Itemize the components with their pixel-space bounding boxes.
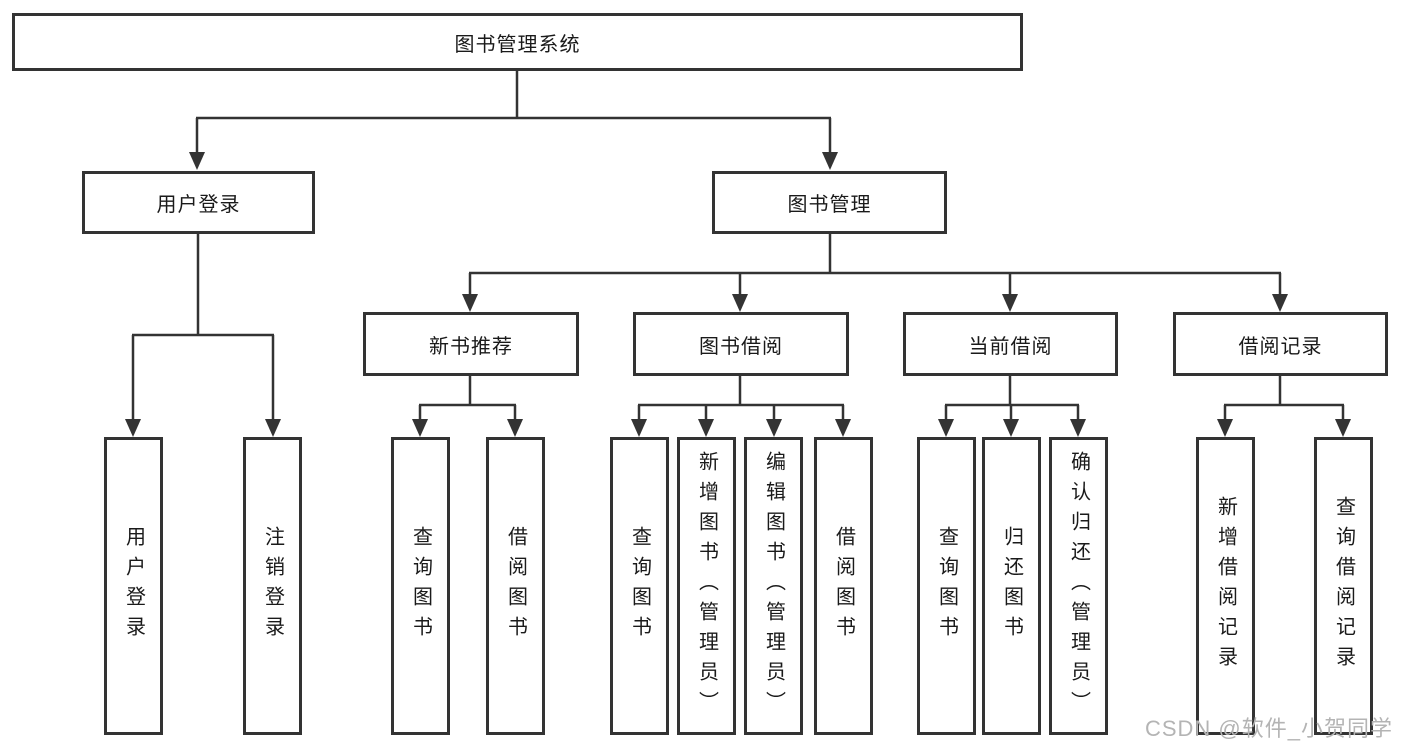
node-leaf-borrow-books-recommend: 借阅图书 [486, 437, 545, 735]
connector-strokes [131, 70, 1345, 421]
arrowhead [507, 419, 523, 437]
node-leaf-return-book: 归还图书 [982, 437, 1041, 735]
node-leaf-query-books-current: 查询图书 [917, 437, 976, 735]
node-leaf-user-login: 用户登录 [104, 437, 163, 735]
connector-user-login [131, 233, 275, 421]
node-book-management: 图书管理 [712, 171, 947, 234]
connector-borrow-records [1223, 375, 1345, 421]
connector-new-book-recommend [418, 375, 517, 421]
arrowhead [1217, 419, 1233, 437]
arrowhead [822, 152, 838, 170]
arrowhead [1070, 419, 1086, 437]
arrowhead [766, 419, 782, 437]
arrowhead [125, 419, 141, 437]
arrowhead [698, 419, 714, 437]
node-user-login: 用户登录 [82, 171, 315, 234]
node-leaf-add-book-admin: 新增图书（管理员） [677, 437, 736, 735]
node-leaf-query-books-borrow: 查询图书 [610, 437, 669, 735]
node-library-system: 图书管理系统 [12, 13, 1023, 71]
node-leaf-query-borrow-record: 查询借阅记录 [1314, 437, 1373, 735]
connector-root [195, 70, 832, 154]
arrowhead [265, 419, 281, 437]
arrowhead [1003, 419, 1019, 437]
node-borrow-records: 借阅记录 [1173, 312, 1388, 376]
arrowheads [125, 152, 1351, 437]
node-leaf-query-books-recommend: 查询图书 [391, 437, 450, 735]
arrowhead [462, 294, 478, 312]
arrowhead [631, 419, 647, 437]
node-leaf-borrow-books: 借阅图书 [814, 437, 873, 735]
node-current-borrow: 当前借阅 [903, 312, 1118, 376]
node-book-borrow: 图书借阅 [633, 312, 849, 376]
node-leaf-edit-book-admin: 编辑图书（管理员） [744, 437, 803, 735]
arrowhead [938, 419, 954, 437]
arrowhead [1002, 294, 1018, 312]
csdn-watermark: CSDN @软件_小贺同学 [1144, 716, 1393, 741]
node-leaf-confirm-return-admin: 确认归还（管理员） [1049, 437, 1108, 735]
connector-current-borrow [944, 375, 1080, 421]
node-leaf-logout: 注销登录 [243, 437, 302, 735]
arrowhead [189, 152, 205, 170]
arrowhead [835, 419, 851, 437]
node-leaf-add-borrow-record: 新增借阅记录 [1196, 437, 1255, 735]
arrowhead [732, 294, 748, 312]
arrowhead [412, 419, 428, 437]
node-new-book-recommend: 新书推荐 [363, 312, 579, 376]
connector-book-management [468, 233, 1282, 296]
arrowhead [1272, 294, 1288, 312]
connector-book-borrow [637, 375, 845, 421]
arrowhead [1335, 419, 1351, 437]
